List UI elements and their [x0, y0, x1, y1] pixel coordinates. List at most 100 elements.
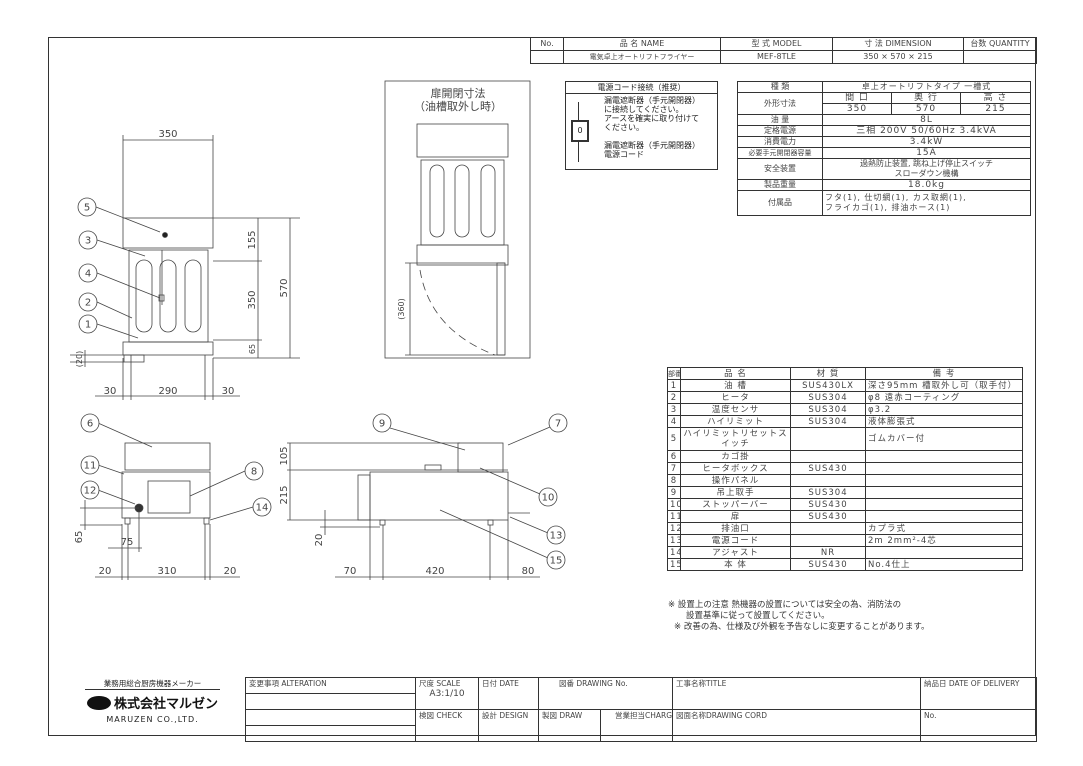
parts-row: 14アジャストNR [667, 546, 1023, 559]
side-view [287, 426, 551, 580]
alteration-row [245, 709, 416, 726]
maruzen-logo-icon [86, 695, 111, 710]
spec-value-line: スローダウン機構 [894, 169, 959, 178]
part-balloon [78, 314, 98, 334]
dim-text: 75 [121, 537, 134, 548]
part-material: SUS430 [790, 558, 866, 571]
alteration-row [245, 693, 416, 710]
company-name-en: MARUZEN CO.,LTD. [106, 715, 199, 724]
parts-row: 13電源コード2m 2mm²-4芯 [667, 534, 1023, 547]
part-balloon-number: 2 [85, 298, 91, 309]
dim-text: 20 [314, 534, 325, 547]
note-line: 設置基準に従って設置してください。 [686, 611, 830, 621]
date-label: 日付 DATE [478, 677, 539, 710]
note-line: ※ 改善の為、仕様及び外観を予告なしに変更することがあります。 [674, 622, 930, 632]
part-balloon [78, 230, 98, 250]
dim-text: (20) [75, 351, 84, 367]
note-line: ※ 設置上の注意 熱機器の設置については安全の為、消防法の [668, 600, 902, 610]
leg [123, 354, 145, 363]
power-cord-line: に接続してください。 [604, 105, 684, 114]
door-open-view [384, 80, 531, 359]
part-balloon-number: 15 [550, 556, 563, 567]
quantity-value [963, 50, 1037, 64]
part-remarks: 2m 2mm²-4芯 [865, 534, 1023, 547]
dim-text: 350 [247, 290, 258, 309]
part-balloon [548, 413, 568, 433]
part-balloon [372, 413, 392, 433]
part-balloon-number: 13 [550, 531, 563, 542]
parts-row: 12排油口カプラ式 [667, 522, 1023, 535]
part-balloon-number: 8 [251, 467, 257, 478]
cord-line-icon [578, 140, 579, 162]
power-cord-box: 電源コード接続（推奨） 漏電遮断器（手元開閉器） に接続してください。 アースを… [565, 81, 718, 170]
charge-label: 営業担当CHARGE [599, 709, 674, 742]
dimension-value: 350 × 570 × 215 [832, 50, 964, 64]
dim-text: 570 [279, 278, 290, 297]
delivery-no-label: No. [920, 709, 1038, 742]
cord-line-icon [578, 102, 579, 120]
dim-text: 65 [74, 531, 85, 544]
drawing-no-label: 図番 DRAWING No. [537, 677, 674, 710]
check-label: 検図 CHECK [415, 709, 479, 742]
part-balloon-number: 3 [85, 236, 91, 247]
spec-value-line: フライカゴ(1), 排油ホース(1) [825, 203, 951, 212]
part-balloon [538, 487, 558, 507]
breaker-label: 漏電遮断器（手元開閉器） [604, 141, 700, 150]
alteration-row [245, 725, 416, 742]
heater-element [159, 259, 177, 333]
heater-box [122, 217, 214, 249]
part-balloon [546, 550, 566, 570]
part-balloon [80, 480, 100, 500]
part-balloon-number: 4 [85, 269, 91, 280]
part-balloon-number: 1 [85, 320, 91, 331]
dim-text: 420 [425, 566, 444, 577]
maker-block: 業務用総合厨房機器メーカー 株式会社マルゼン MARUZEN CO.,LTD. [60, 678, 245, 736]
dim-text: 65 [248, 344, 257, 354]
part-balloon [244, 461, 264, 481]
part-balloon-number: 9 [379, 419, 385, 430]
maker-tagline: 業務用総合厨房機器メーカー [85, 678, 220, 690]
reset-switch [162, 232, 168, 238]
dim-text: 30 [222, 386, 235, 397]
power-cord-line: ください。 [604, 123, 644, 132]
design-label: 設計 DESIGN [478, 709, 539, 742]
draw-label: 製図 DRAW [538, 709, 601, 742]
dim-text: 350 [158, 129, 177, 140]
title-label: 工事名称TITLE [672, 677, 922, 710]
dim-text: 310 [157, 566, 176, 577]
part-remarks: No.4仕上 [865, 558, 1023, 571]
spec-value-line: フタ(1), 仕切網(1), カス取網(1), [825, 193, 967, 202]
spec-value: フタ(1), 仕切網(1), カス取網(1),フライカゴ(1), 排油ホース(1… [821, 190, 1032, 216]
front-view [70, 135, 300, 400]
dim-text: (360) [397, 298, 406, 320]
delivery-label: 納品日 DATE OF DELIVERY [920, 677, 1038, 710]
power-cord-line: 漏電遮断器（手元開閉器） [604, 96, 700, 105]
power-cord-line: アースを確実に取り付けて [604, 114, 700, 123]
base [122, 341, 214, 356]
breaker-symbol-text: 0 [577, 126, 583, 135]
part-balloon-number: 6 [87, 419, 93, 430]
door-view-title: 扉開閉寸法 [431, 86, 486, 100]
heater-element [135, 259, 153, 333]
part-balloon [78, 292, 98, 312]
part-balloon [252, 497, 272, 517]
dim-text: 30 [104, 386, 117, 397]
scale-value: A3:1/10 [429, 689, 465, 699]
part-balloon-number: 14 [256, 503, 269, 514]
dim-text: 105 [279, 446, 290, 465]
part-balloon [80, 413, 100, 433]
dim-text: 80 [522, 566, 535, 577]
heater-element [184, 259, 202, 333]
title-block: No. 品 名 NAME 型 式 MODEL 寸 法 DIMENSION 台数 … [530, 37, 1037, 64]
part-balloon [546, 525, 566, 545]
alteration-label: 変更事項 ALTERATION [245, 677, 416, 694]
door-view-title: （油槽取外し時） [414, 99, 502, 113]
dim-text: 20 [224, 566, 237, 577]
